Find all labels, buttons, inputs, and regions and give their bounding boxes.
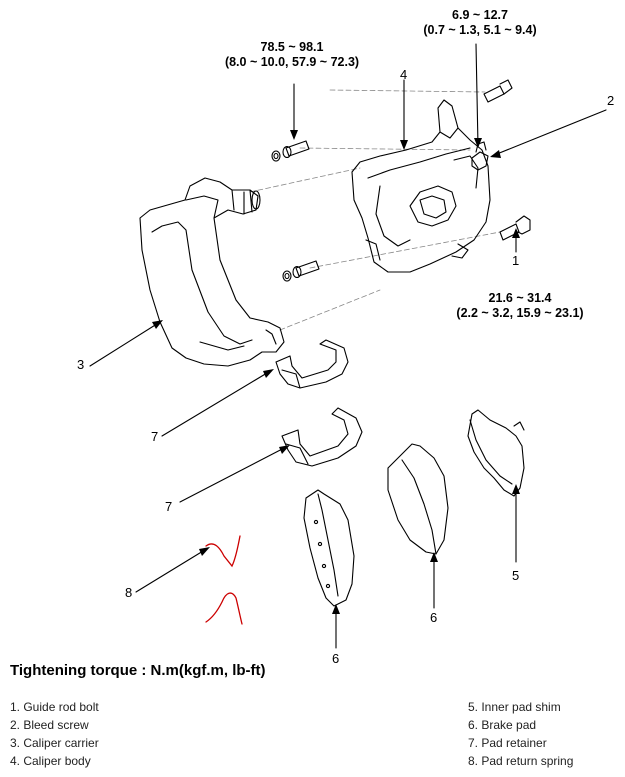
torque-nm: 6.9 ~ 12.7 [452, 8, 508, 22]
callout-6-outer: 6 [332, 651, 340, 666]
caliper-body-icon [351, 99, 491, 273]
torque-spec-bleed-screw: 6.9 ~ 12.7 (0.7 ~ 1.3, 5.1 ~ 9.4) [400, 8, 560, 38]
exploded-caliper-diagram [89, 43, 607, 649]
callout-2: 2 [607, 93, 615, 108]
brake-pad-outer-icon [303, 489, 355, 607]
callout-7-upper: 7 [151, 429, 159, 444]
pad-retainer-lower-icon [281, 407, 363, 467]
bleed-screw-icon [471, 141, 489, 171]
brake-pad-inner-icon [387, 443, 449, 555]
legend-left: 1. Guide rod bolt 2. Bleed screw 3. Cali… [10, 698, 99, 770]
torque-spec-guide-bolt-top: 78.5 ~ 98.1 (8.0 ~ 10.0, 57.9 ~ 72.3) [212, 40, 372, 70]
callout-3: 3 [77, 357, 85, 372]
callout-5: 5 [512, 568, 520, 583]
legend-item: 6. Brake pad [468, 718, 537, 732]
legend-item: 2. Bleed screw [10, 718, 89, 732]
torque-nm: 21.6 ~ 31.4 [488, 291, 552, 305]
callout-4: 4 [400, 67, 408, 82]
torque-kgf-lbft: (0.7 ~ 1.3, 5.1 ~ 9.4) [423, 23, 537, 37]
callout-6-inner: 6 [430, 610, 438, 625]
legend-item: 7. Pad retainer [468, 736, 547, 750]
inner-pad-shim-icon [467, 409, 525, 497]
torque-kgf-lbft: (8.0 ~ 10.0, 57.9 ~ 72.3) [224, 55, 360, 69]
legend-item: 3. Caliper carrier [10, 736, 99, 750]
callout-7-lower: 7 [165, 499, 173, 514]
torque-nm: 78.5 ~ 98.1 [260, 40, 324, 54]
guide-rod-bolt-lower-icon [282, 260, 320, 282]
pad-return-spring-upper-icon [205, 535, 241, 568]
legend-item: 4. Caliper body [10, 754, 91, 768]
torque-spec-guide-bolt-right: 21.6 ~ 31.4 (2.2 ~ 3.2, 15.9 ~ 23.1) [440, 291, 600, 321]
legend-item: 5. Inner pad shim [468, 700, 561, 714]
guide-rod-bolt-right-icon [499, 215, 531, 241]
legend-right: 5. Inner pad shim 6. Brake pad 7. Pad re… [468, 698, 573, 770]
caliper-bolt-top-icon [483, 79, 513, 103]
assembly-guide-lines [249, 89, 501, 331]
callout-1: 1 [512, 253, 520, 268]
legend-item: 1. Guide rod bolt [10, 700, 99, 714]
callout-8: 8 [125, 585, 133, 600]
caliper-carrier-icon [139, 177, 285, 367]
guide-rod-bolt-top-icon [271, 140, 310, 162]
pad-retainer-upper-icon [275, 339, 349, 389]
torque-units-title: Tightening torque : N.m(kgf.m, lb-ft) [10, 662, 266, 679]
torque-kgf-lbft: (2.2 ~ 3.2, 15.9 ~ 23.1) [456, 306, 584, 320]
pad-return-spring-lower-icon [205, 592, 243, 625]
legend-item: 8. Pad return spring [468, 754, 574, 768]
leader-lines [89, 43, 607, 649]
arrowheads [152, 130, 520, 614]
